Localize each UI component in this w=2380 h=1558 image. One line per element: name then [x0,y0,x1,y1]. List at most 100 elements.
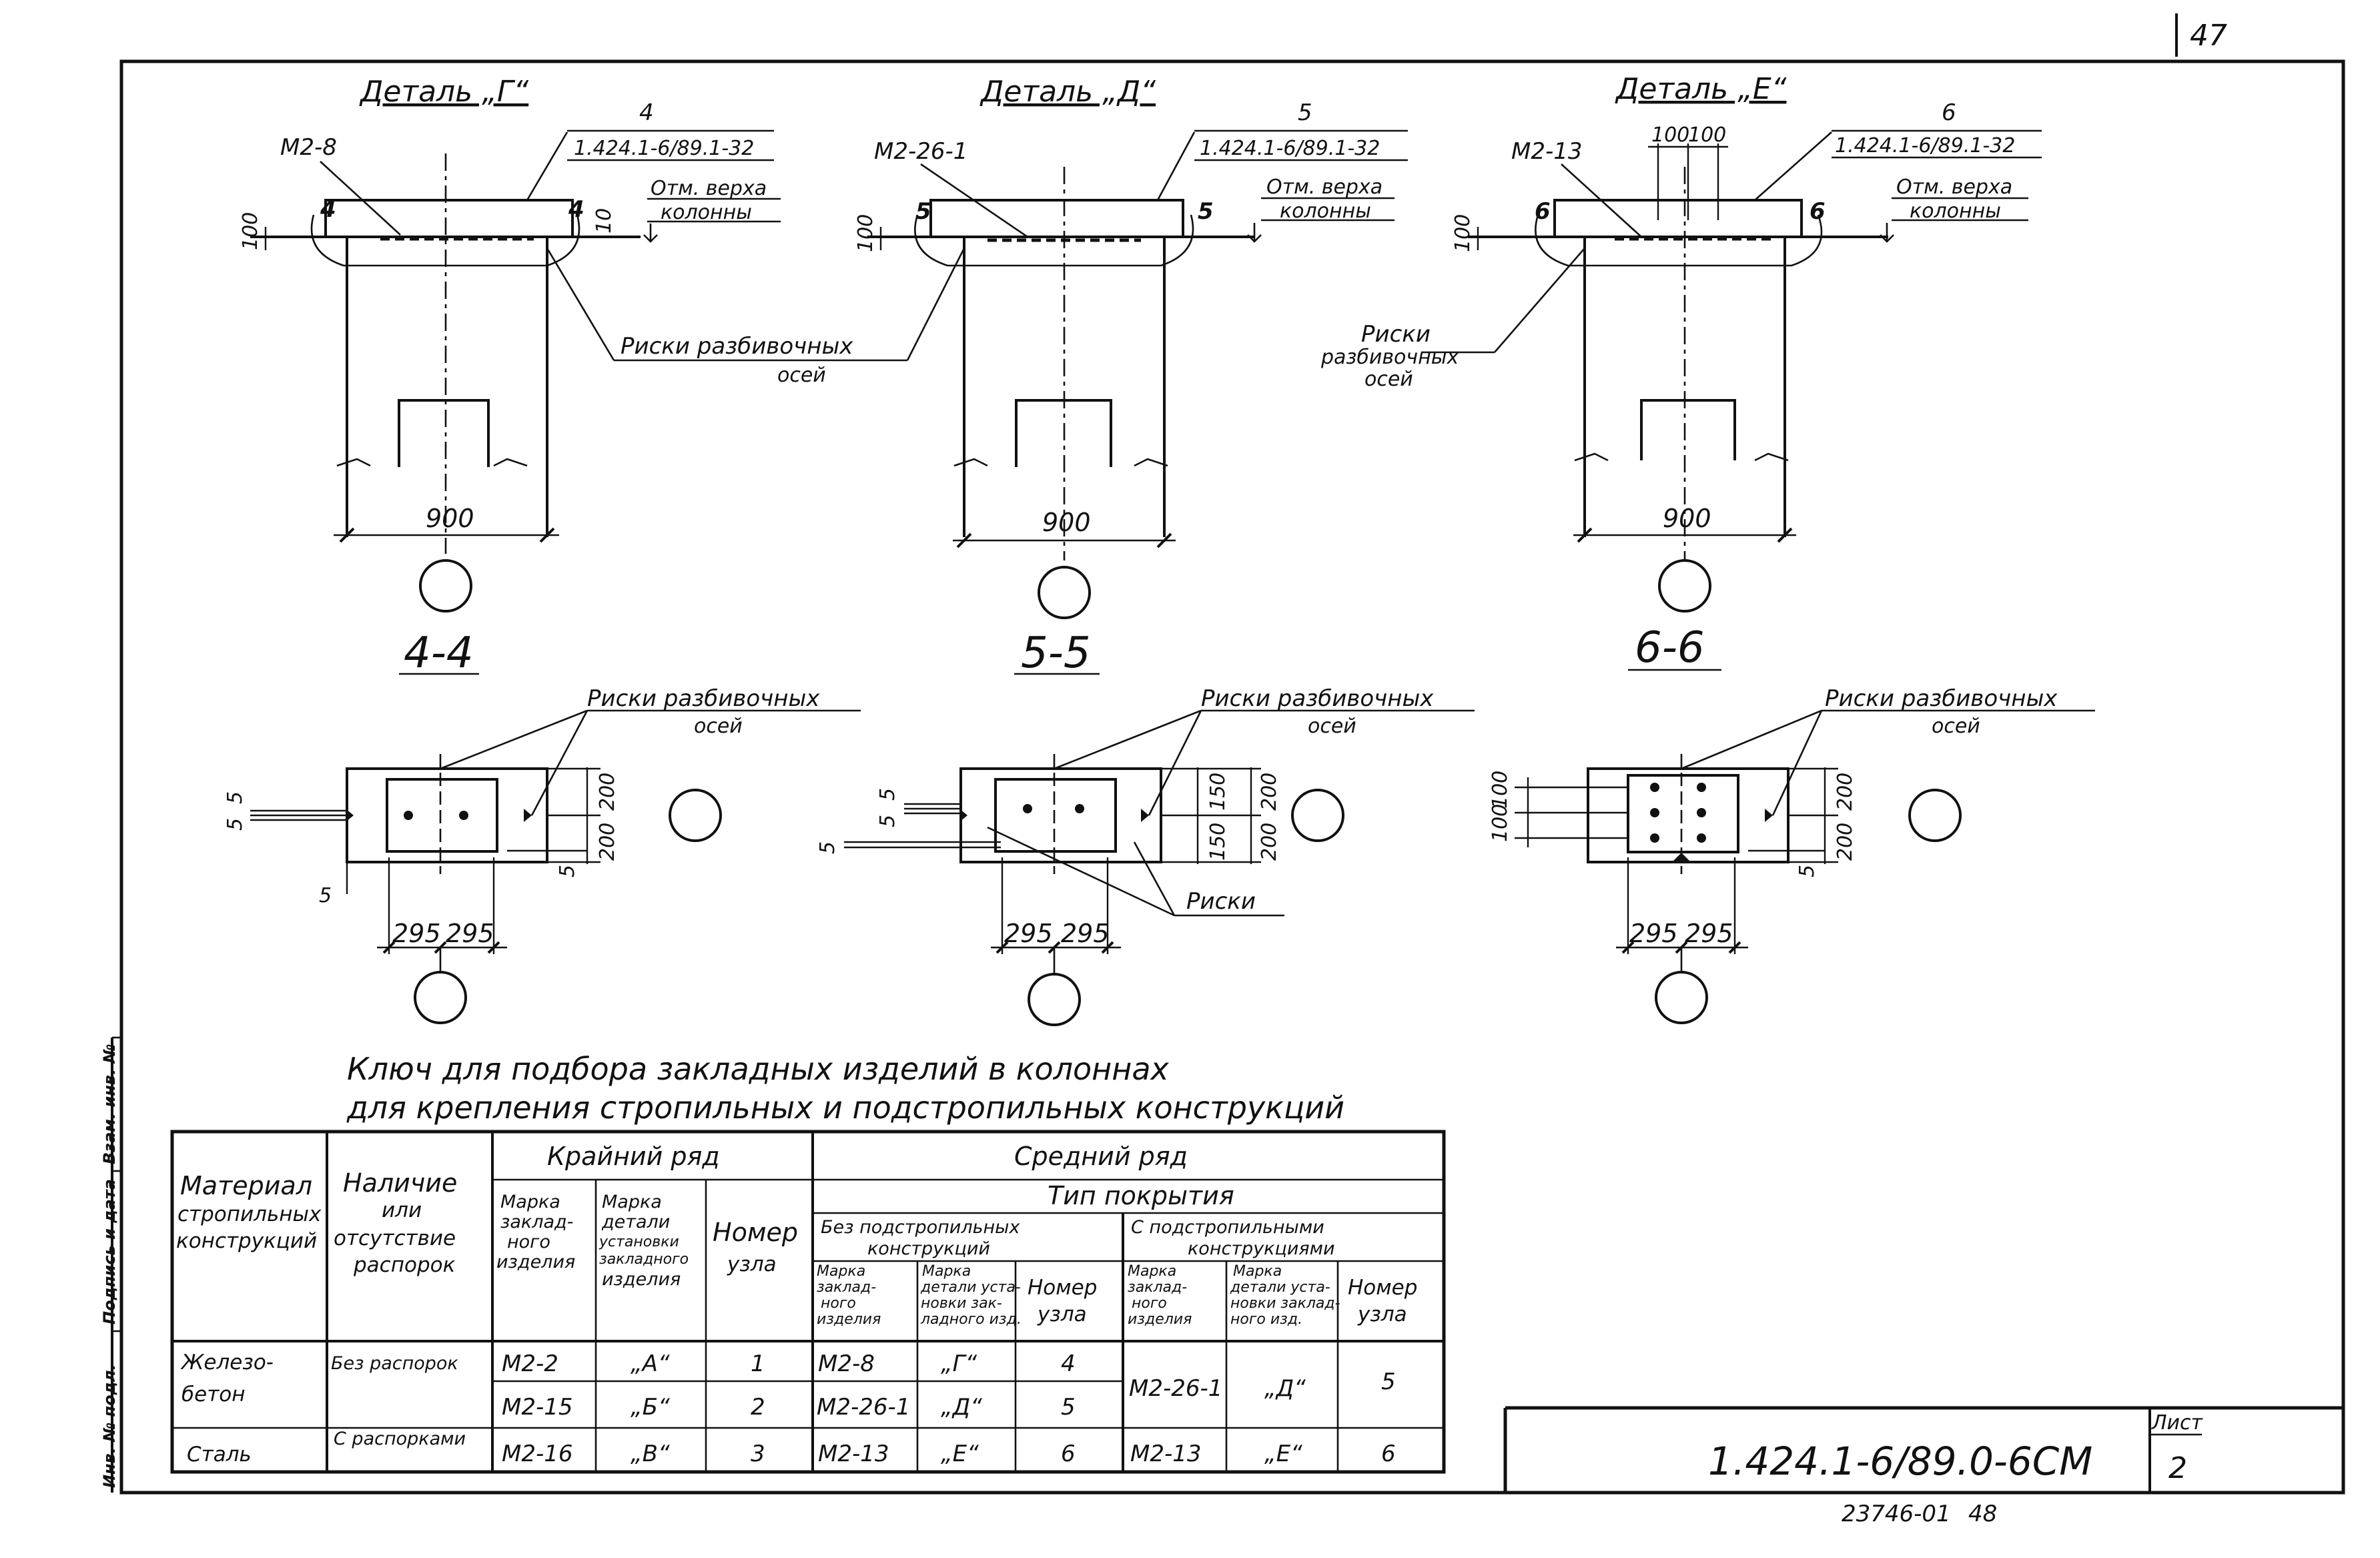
row2-w-node: 5 [1061,1394,1076,1421]
section-5-5-dim-v4: 150 [1206,823,1230,861]
th-edge-det-3: установки [599,1234,679,1250]
th-wi-det-4: ного изд. [1230,1311,1302,1328]
detail-e-title: Деталь „Е“ [1615,72,1787,106]
detail-g-mark-1: Отм. верха [651,177,767,200]
section-4-4-risks-2: осей [694,715,743,738]
section-5-5-dim-b: 295 [1061,919,1110,948]
section-6-6-dim-l1: 100 [1489,771,1512,809]
section-5-5-risks-1: Риски разбивочных [1201,685,1434,712]
section-4-4-dim-v2: 200 [596,823,619,861]
section-5-5-risks-label: Риски [1186,888,1256,915]
th-spacers-1: Наличие [343,1168,457,1198]
with-st-node: 6 [1381,1441,1396,1467]
detail-d-ref-doc: 1.424.1-6/89.1-32 [1200,137,1380,160]
th-edge-mark-4: изделия [496,1252,575,1272]
svg-text:4: 4 [568,196,584,223]
detail-g-axis-circle [419,559,472,613]
th-edge-mark-3: ного [507,1232,550,1252]
th-wi-det-2: детали уста- [1230,1279,1330,1296]
row2-e-det: „Б“ [631,1394,670,1421]
th-material-2: стропильных [177,1202,322,1226]
th-without-2: конструкций [867,1238,990,1259]
th-roof-type: Тип покрытия [1048,1181,1234,1210]
detail-d-title: Деталь „Д“ [979,75,1156,109]
detail-g-dim-900: 900 [426,504,474,533]
detail-e-ref-num: 6 [1942,99,1956,126]
svg-text:6: 6 [1535,198,1551,225]
risks-axes-e-3: осей [1364,368,1413,391]
section-5-5-dim-5c: 5 [816,841,839,854]
row1-e-mark: М2-2 [502,1350,558,1377]
th-w-det-2: детали уста- [920,1279,1021,1296]
th-wi-node-1: Номер [1348,1276,1417,1300]
row2-w-mark: М2-26-1 [817,1394,910,1421]
svg-text:6: 6 [1810,198,1826,225]
section-5-5-dim-a: 295 [1004,919,1053,948]
th-material-3: конструкций [176,1229,317,1253]
svg-text:4: 4 [320,196,336,223]
th-edge-mark-1: Марка [500,1192,560,1212]
section-5-5-title: 5-5 [1021,629,1091,678]
side-stamp-1: Инв. № подл. [100,1364,119,1488]
detail-e-mark-1: Отм. верха [1896,175,2012,199]
detail-d-axis-circle [1038,566,1091,619]
row1-w-node: 4 [1061,1350,1076,1377]
th-w-node-2: узла [1037,1302,1087,1326]
section-6-6-title: 6-6 [1635,623,1705,673]
detail-e-mark-2: колонны [1910,200,2001,223]
section-4-4-dim-a: 295 [392,919,441,948]
row3-e-node: 3 [751,1441,765,1467]
mat-steel: Сталь [187,1443,252,1467]
side-stamp-3: Взам. инв. № [100,1044,119,1164]
row1-w-mark: М2-8 [818,1350,875,1377]
detail-g-dim-100: 100 [239,212,262,250]
key-title-line-1: Ключ для подбора закладных изделий в кол… [347,1051,1170,1087]
detail-e-dim-900: 900 [1663,504,1711,533]
section-4-4-dim-5a: 5 [224,791,247,804]
with-rc-node: 5 [1381,1369,1396,1395]
th-w-mark-4: изделия [817,1311,881,1328]
detail-e-axis-circle [1658,559,1711,613]
with-st-mark: М2-13 [1130,1441,1202,1467]
risks-axes-top-1: Риски разбивочных [621,333,853,360]
archive-sheet: 48 [1968,1501,1997,1527]
th-edge-node-1: Номер [713,1218,798,1247]
mat-rc-2: бетон [181,1383,245,1407]
th-w-node-1: Номер [1028,1276,1097,1300]
section-4-4-dim-5c: 5 [319,884,332,907]
sheet-label: Лист [2151,1411,2204,1435]
th-w-mark-1: Марка [817,1263,865,1280]
section-6-6-dim-v1: 200 [1834,773,1857,811]
th-with-2: конструкциями [1188,1238,1335,1259]
section-4-4-dim-5d: 5 [556,865,579,877]
detail-g-mark-2: колонны [661,201,752,224]
th-edge-node-2: узла [727,1252,777,1276]
section-6-6-risks-2: осей [1932,715,1980,738]
mat-rc-1: Железо- [180,1350,274,1375]
th-wi-mark-3: ного [1132,1295,1167,1312]
detail-e-dim-100: 100 [1451,214,1475,252]
sheet-number: 2 [2168,1451,2187,1485]
section-4-4-dim-b: 295 [446,919,494,948]
detail-d-ref-num: 5 [1298,99,1312,126]
th-wi-node-2: узла [1357,1302,1407,1326]
section-5-5: 5-5 Риски разбивочных осей Риски 150 150… [816,629,1475,1026]
section-4-4-dim-v1: 200 [596,773,619,811]
section-4-4: 4-4 Риски разбивочных осей 200 200 5 5 5… [224,629,861,1024]
row3-w-det: „Е“ [941,1441,979,1467]
detail-g-ref-num: 4 [639,99,654,126]
section-5-5-risks-2: осей [1308,715,1356,738]
section-4-4-title: 4-4 [404,629,474,678]
detail-d-dim-100: 100 [854,214,877,252]
svg-text:5: 5 [1198,198,1214,225]
risks-axes-top-2: осей [777,364,826,387]
th-wi-mark-2: заклад- [1128,1279,1187,1296]
th-w-det-4: ладного изд. [920,1311,1022,1328]
risks-axes-e-2: разбивочных [1320,346,1459,369]
th-wi-mark-4: изделия [1128,1311,1192,1328]
row1-w-det: „Г“ [941,1350,977,1377]
row1-e-det: „А“ [631,1350,670,1377]
title-block: 1.424.1-6/89.0-6СМ Лист 2 23746-01 48 [1503,1406,2343,1527]
archive-number: 23746-01 [1842,1501,1951,1527]
